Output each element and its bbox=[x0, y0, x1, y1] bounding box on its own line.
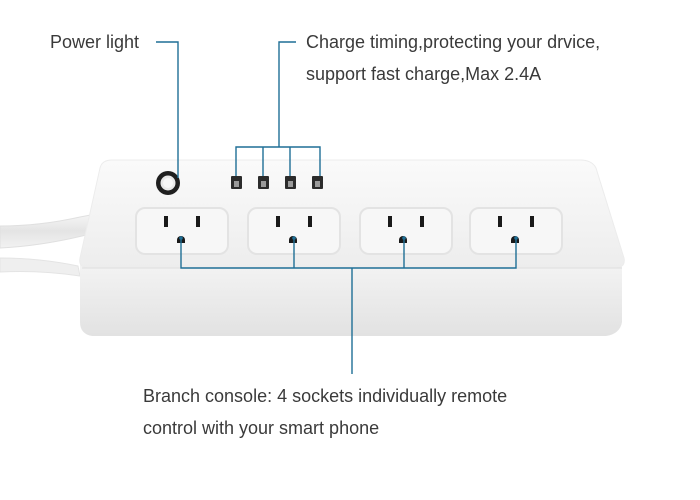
usb-callout bbox=[278, 41, 296, 147]
power-light-text: Power light bbox=[50, 32, 140, 52]
power-light-button bbox=[156, 171, 180, 195]
branch-text-line-2: control with your smart phone bbox=[143, 418, 380, 438]
usb-port-group bbox=[231, 176, 323, 189]
power-cord bbox=[0, 213, 99, 277]
charge-text-line-1: Charge timing,protecting your drvice, bbox=[306, 32, 601, 52]
socket-group bbox=[135, 207, 563, 255]
ac-socket bbox=[469, 207, 563, 255]
ac-socket bbox=[359, 207, 453, 255]
callout-lines bbox=[156, 41, 517, 374]
power-light-callout bbox=[156, 41, 179, 178]
power-light-label: Power light bbox=[50, 26, 139, 58]
charge-label: Charge timing,protecting your drvice, su… bbox=[306, 26, 600, 90]
branch-text-line-1: Branch console: 4 sockets individually r… bbox=[143, 386, 508, 406]
usb-callout-bracket bbox=[235, 146, 321, 176]
branch-console-label: Branch console: 4 sockets individually r… bbox=[143, 380, 507, 444]
ac-socket bbox=[135, 207, 229, 255]
charge-text-line-2: support fast charge,Max 2.4A bbox=[306, 64, 542, 84]
sockets-callout bbox=[180, 238, 517, 374]
